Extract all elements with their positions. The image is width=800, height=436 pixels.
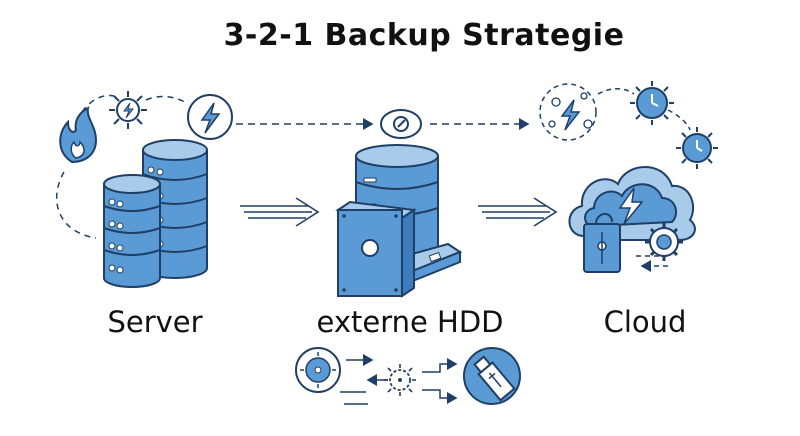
usb-drive-icon bbox=[463, 347, 521, 405]
arrow-server-to-hdd bbox=[240, 197, 320, 227]
clock-icon bbox=[295, 347, 341, 393]
clock-icon bbox=[630, 81, 674, 125]
cloud-label: Cloud bbox=[603, 305, 687, 339]
cloud-icon bbox=[568, 166, 696, 241]
virus-cluster-icon bbox=[539, 83, 597, 141]
external-hdd-box bbox=[335, 200, 417, 298]
fire-icon bbox=[59, 106, 98, 164]
lightning-icon bbox=[187, 94, 233, 140]
bottom-flow-group bbox=[295, 347, 521, 405]
cloud-group bbox=[539, 81, 718, 273]
hdd-group bbox=[335, 144, 463, 298]
arrow-hdd-to-cloud bbox=[478, 197, 558, 227]
gear-icon bbox=[645, 223, 683, 261]
server-label: Server bbox=[107, 305, 203, 339]
server-stack-front bbox=[103, 174, 161, 288]
eye-icon bbox=[380, 109, 422, 139]
clock-icon bbox=[676, 127, 718, 169]
server-group bbox=[56, 91, 233, 288]
virus-icon bbox=[109, 91, 147, 129]
hdd-label: externe HDD bbox=[316, 305, 504, 339]
virus-icon bbox=[384, 364, 416, 396]
diagram-title: 3-2-1 Backup Strategie bbox=[223, 18, 625, 53]
padlock-icon bbox=[583, 223, 621, 273]
